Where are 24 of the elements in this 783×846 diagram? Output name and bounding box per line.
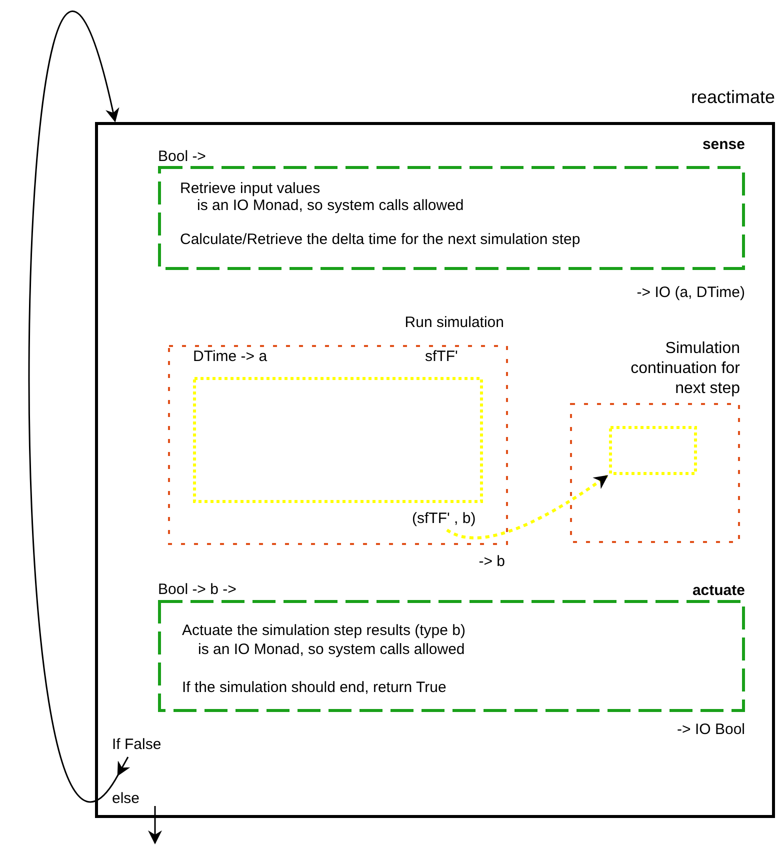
node-text: reactimate	[690, 86, 775, 108]
node-text: If the simulation should end, return True	[182, 679, 446, 697]
signal-function-box	[193, 377, 483, 503]
node-text: is an IO Monad, so system calls allowed	[198, 641, 465, 659]
node-text: Bool -> b ->	[158, 581, 236, 599]
node-text: (sfTF' , b)	[412, 510, 476, 528]
node-text: Bool ->	[158, 148, 206, 166]
node-text: Simulation continuation for next step	[630, 339, 740, 399]
node-text: sfTF'	[425, 348, 458, 366]
node-text: DTime -> a	[193, 348, 268, 366]
node-text: is an IO Monad, so system calls allowed	[197, 197, 464, 215]
continuation-arrow	[446, 474, 608, 540]
node-text: Run simulation	[404, 314, 504, 332]
node-text: Retrieve input values	[180, 180, 320, 198]
section-heading: sense	[702, 136, 745, 154]
loop-arrow	[28, 10, 130, 803]
node-text: Actuate the simulation step results (type b)	[182, 622, 466, 640]
type-signature: -> IO (a, DTime)	[636, 284, 745, 302]
type-signature: -> IO Bool	[677, 721, 745, 739]
type-signature: -> b	[478, 553, 505, 571]
exit-arrow	[148, 806, 162, 844]
signal-function-box	[609, 426, 697, 475]
section-heading: actuate	[692, 582, 745, 600]
node-text: Calculate/Retrieve the delta time for the next simulation step	[180, 231, 580, 249]
